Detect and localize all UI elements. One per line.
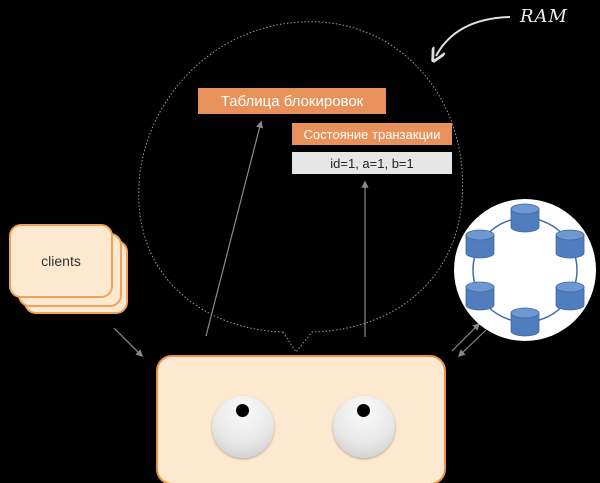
database-node-icon	[510, 307, 540, 337]
eye-right-icon	[333, 396, 395, 458]
ram-bubble-outline	[138, 21, 464, 353]
database-node-icon	[465, 229, 495, 259]
database-cluster	[454, 199, 596, 341]
database-node-icon	[510, 203, 540, 233]
database-node-icon	[555, 281, 585, 311]
pupil-right	[357, 404, 370, 417]
server-box	[156, 355, 446, 483]
client-card-front: clients	[9, 224, 113, 298]
clients-label: clients	[41, 253, 81, 269]
lock-table-box: Таблица блокировок	[198, 88, 386, 114]
transaction-state-box: Состояние транзакции	[292, 123, 452, 145]
arrow-cluster-to-server	[457, 329, 487, 357]
database-node-icon	[555, 229, 585, 259]
ram-pointer-arrow	[436, 16, 511, 56]
arrow-clients-to-server	[113, 327, 144, 358]
eye-left-icon	[212, 396, 274, 458]
arrow-server-to-cluster	[451, 322, 481, 352]
pupil-left	[236, 404, 249, 417]
ram-label: RAM	[520, 6, 568, 27]
transaction-values-box: id=1, a=1, b=1	[292, 152, 452, 174]
arrow-server-to-lock-table	[205, 120, 264, 337]
database-node-icon	[465, 281, 495, 311]
